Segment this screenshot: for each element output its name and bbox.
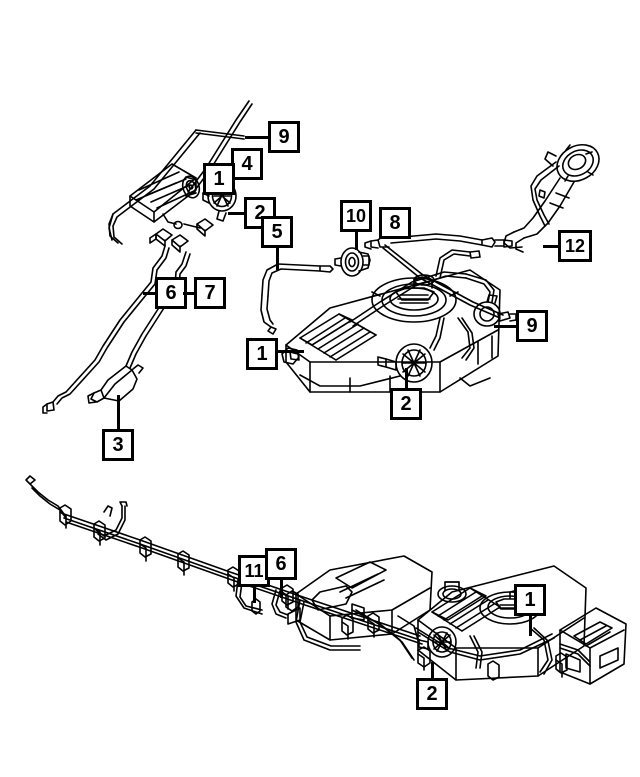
callout-number: 1 <box>256 343 268 365</box>
fuel-tank-upper-view <box>281 249 517 393</box>
callout-leader-line <box>280 580 283 598</box>
fuel-filler-neck-12 <box>503 143 600 253</box>
callout-leader-line <box>431 662 434 678</box>
callout-4[interactable]: 4 <box>231 148 263 180</box>
callout-1[interactable]: 1 <box>514 584 546 616</box>
vapor-line-8 <box>364 233 513 319</box>
vapor-canister-group <box>108 100 253 253</box>
callout-6[interactable]: 6 <box>265 548 297 580</box>
callout-number: 6 <box>165 282 177 304</box>
callout-number: 10 <box>345 206 367 226</box>
callout-number: 1 <box>524 589 536 611</box>
callout-number: 3 <box>112 434 124 456</box>
callout-7[interactable]: 7 <box>194 277 226 309</box>
callout-number: 9 <box>278 126 290 148</box>
callout-5[interactable]: 5 <box>261 216 293 248</box>
callout-leader-line <box>228 212 244 215</box>
callout-leader-line <box>245 136 268 139</box>
callout-2[interactable]: 2 <box>390 388 422 420</box>
callout-9[interactable]: 9 <box>516 310 548 342</box>
callout-number: 5 <box>271 221 283 243</box>
callout-leader-line <box>355 232 358 250</box>
callout-leader-line <box>117 395 120 429</box>
callout-number: 11 <box>244 561 264 581</box>
callout-number: 12 <box>564 236 586 256</box>
line-clips <box>59 504 380 638</box>
underbody-fuel-lines <box>25 475 423 651</box>
fuel-line-group-6-7 <box>42 245 191 414</box>
callout-leader-line <box>276 248 279 270</box>
callout-leader-line <box>253 587 256 603</box>
callout-10[interactable]: 10 <box>340 200 372 232</box>
callout-8[interactable]: 8 <box>379 207 411 239</box>
callout-leader-line <box>278 350 304 353</box>
callout-9[interactable]: 9 <box>268 121 300 153</box>
callout-1[interactable]: 1 <box>203 163 235 195</box>
callout-12[interactable]: 12 <box>558 230 592 262</box>
callout-number: 8 <box>389 212 401 234</box>
grommet-10 <box>334 247 371 277</box>
callout-leader-line <box>543 245 558 248</box>
callout-leader-line <box>529 616 532 636</box>
callout-2[interactable]: 2 <box>416 678 448 710</box>
callout-number: 6 <box>275 553 287 575</box>
callout-1[interactable]: 1 <box>246 338 278 370</box>
callout-number: 2 <box>426 683 438 705</box>
callout-3[interactable]: 3 <box>102 429 134 461</box>
callout-number: 2 <box>400 393 412 415</box>
vapor-hose-5 <box>260 263 334 335</box>
callout-leader-line <box>143 292 155 295</box>
callout-number: 1 <box>213 168 225 190</box>
callout-leader-line <box>183 292 194 295</box>
callout-number: 4 <box>241 153 253 175</box>
callout-number: 7 <box>204 282 216 304</box>
fuel-tank-lower-view <box>285 555 627 685</box>
callout-leader-line <box>494 325 516 328</box>
callout-number: 9 <box>526 315 538 337</box>
callout-leader-line <box>405 368 408 388</box>
